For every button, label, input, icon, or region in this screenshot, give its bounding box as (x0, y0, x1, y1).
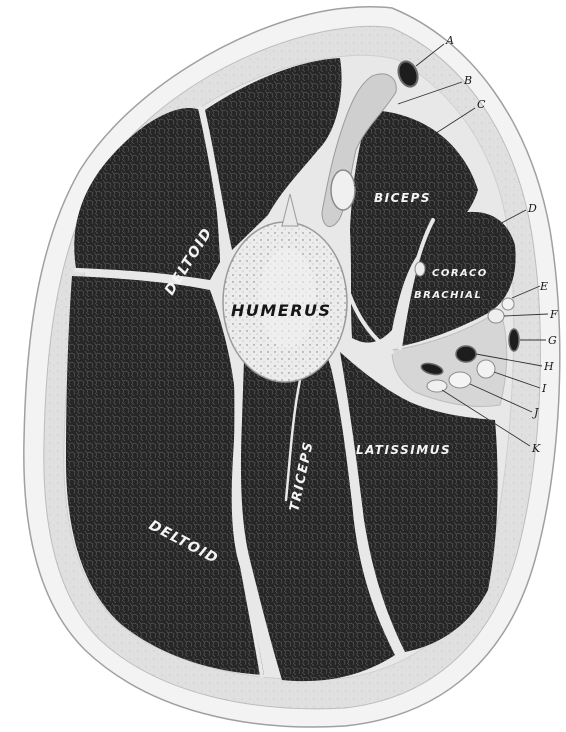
structure-d-nerve (415, 262, 425, 276)
letter-b: B (463, 74, 472, 87)
letter-f: F (549, 308, 558, 321)
letter-a: A (445, 34, 454, 47)
structure-i-nerve (477, 360, 495, 378)
letter-j: J (532, 406, 539, 419)
letter-k: K (531, 442, 541, 455)
structure-k-nerve (427, 380, 447, 392)
coraco-label: CORACO (432, 268, 488, 279)
letter-h: H (543, 360, 554, 373)
latissimus-label: LATISSIMUS (356, 443, 451, 457)
letter-c: C (477, 98, 486, 111)
letter-d: D (527, 202, 537, 215)
letter-i: I (541, 382, 547, 395)
structure-j-nerve (449, 372, 471, 388)
structure-h-vessel (456, 346, 476, 362)
biceps-label: BICEPS (374, 191, 431, 205)
structure-g-vein (509, 329, 519, 351)
structure-e-vessel (502, 298, 514, 310)
letter-e: E (539, 280, 548, 293)
letter-g: G (548, 334, 557, 347)
humerus-marrow (259, 248, 315, 348)
structure-c-ellipse (331, 170, 355, 210)
humerus-label: HUMERUS (231, 301, 332, 320)
brachialis-label: BRACHIAL (414, 290, 482, 301)
structure-f-vessel (488, 309, 504, 323)
